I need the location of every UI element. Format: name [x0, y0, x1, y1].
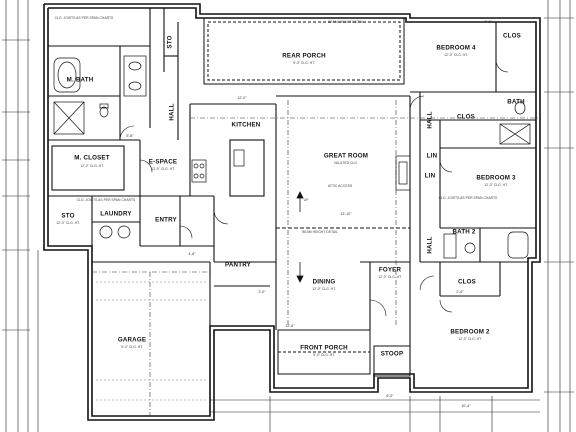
room-size-great-room: VAULTED CLG. — [334, 161, 358, 165]
room-size-garage: 9'-0" CLG. HT. — [121, 345, 143, 349]
direction-arrows — [296, 191, 304, 283]
dimension-label: 10'-4" — [461, 404, 471, 408]
dimension-label: 4'-6" — [188, 252, 196, 256]
room-label-hall-right: HALL — [426, 111, 434, 129]
room-size-m-closet: 12'-0" CLG. HT. — [80, 164, 104, 168]
right-dimension-lines — [544, 0, 574, 432]
rear-porch-outline — [203, 17, 405, 85]
room-size-foyer: 12'-0" CLG. HT. — [378, 275, 402, 279]
front-porch-outline — [277, 329, 411, 377]
fixtures — [53, 55, 531, 259]
room-label-kitchen: KITCHEN — [231, 121, 261, 129]
room-label-rear-porch: REAR PORCH — [282, 52, 326, 60]
room-label-sto-top: STO — [166, 35, 174, 49]
room-label-lin1: LIN — [426, 152, 438, 160]
room-size-bedroom2: 12'-0" CLG. HT. — [458, 337, 482, 341]
room-label-bath2: BATH 2 — [452, 228, 476, 236]
room-label-garage: GARAGE — [117, 336, 147, 344]
note-clg-joists-2: CLG. JOISTS AS PER SPAN CHARTS — [76, 198, 136, 202]
room-size-bedroom4: 12'-0" CLG. HT. — [444, 53, 468, 57]
bottom-dimension-lines — [210, 396, 540, 432]
room-label-great-room: GREAT ROOM — [323, 152, 369, 160]
dimension-label: 5'-8" — [126, 134, 134, 138]
beam-lines — [92, 100, 540, 416]
room-label-laundry: LAUNDRY — [100, 210, 132, 218]
room-label-bedroom4: BEDROOM 4 — [436, 44, 476, 52]
room-label-lin2: LIN — [424, 172, 436, 180]
room-label-e-space: E-SPACE — [148, 158, 178, 166]
interior-walls — [48, 8, 536, 374]
room-label-hall-low: HALL — [426, 236, 434, 254]
dimension-label: 12'-0" — [237, 96, 247, 100]
room-label-pantry: PANTRY — [225, 261, 251, 269]
exterior-walls — [43, 3, 541, 421]
room-label-dining: DINING — [312, 278, 336, 286]
room-label-stoop: STOOP — [380, 350, 404, 358]
room-label-clos-low: CLOS — [458, 278, 476, 286]
room-size-bedroom3: 12'-0" CLG. HT. — [484, 183, 508, 187]
room-label-foyer: FOYER — [378, 266, 402, 274]
room-label-bedroom2: BEDROOM 2 — [450, 328, 490, 336]
room-size-sto-left: 12'-0" CLG. HT. — [56, 221, 80, 225]
room-label-sto-left: STO — [61, 212, 75, 220]
left-dimension-lines — [2, 0, 39, 432]
note-up: UP — [303, 198, 309, 202]
note-clg-joists: CLG. JOISTS AS PER SPAN CHARTS — [54, 16, 114, 20]
door-swings — [119, 59, 509, 317]
room-size-dining: 12'-0" CLG. HT. — [312, 287, 336, 291]
note-beam-b: BEAM HEIGHT DETAIL — [302, 230, 338, 234]
room-size-rear-porch: 9'-0" CLG. HT. — [293, 61, 315, 65]
room-size-e-space: 12'-0" CLG. HT. — [151, 167, 175, 171]
room-label-clos-top: CLOS — [503, 32, 521, 40]
room-label-hall-top: HALL — [168, 103, 176, 121]
room-label-bath: BATH — [507, 98, 525, 106]
room-label-entry: ENTRY — [155, 216, 177, 224]
room-label-bedroom3: BEDROOM 3 — [476, 174, 516, 182]
room-label-m-bath: M. BATH — [66, 76, 94, 84]
dimension-label: 13'-10" — [340, 212, 352, 216]
note-beam-a: BEAM HEIGHT DETAIL — [328, 20, 364, 24]
room-label-clos-mid: CLOS — [457, 113, 475, 121]
dimension-label: 6'-0" — [386, 394, 394, 398]
dimension-label: 3'-0" — [258, 290, 266, 294]
room-label-front-porch: FRONT PORCH — [300, 344, 348, 352]
room-label-m-closet: M. CLOSET — [74, 154, 110, 162]
dimension-label: 12'-6" — [285, 324, 295, 328]
note-attic-access: ATTIC ACCESS — [327, 184, 353, 188]
room-size-front-porch: 9'-0" CLG. HT. — [313, 353, 335, 357]
dimension-label: 7'-6" — [484, 20, 492, 24]
note-clg-joists-3: CLG. JOISTS AS PER SPAN CHARTS — [438, 196, 498, 200]
dimension-label: 2'-6" — [456, 290, 464, 294]
